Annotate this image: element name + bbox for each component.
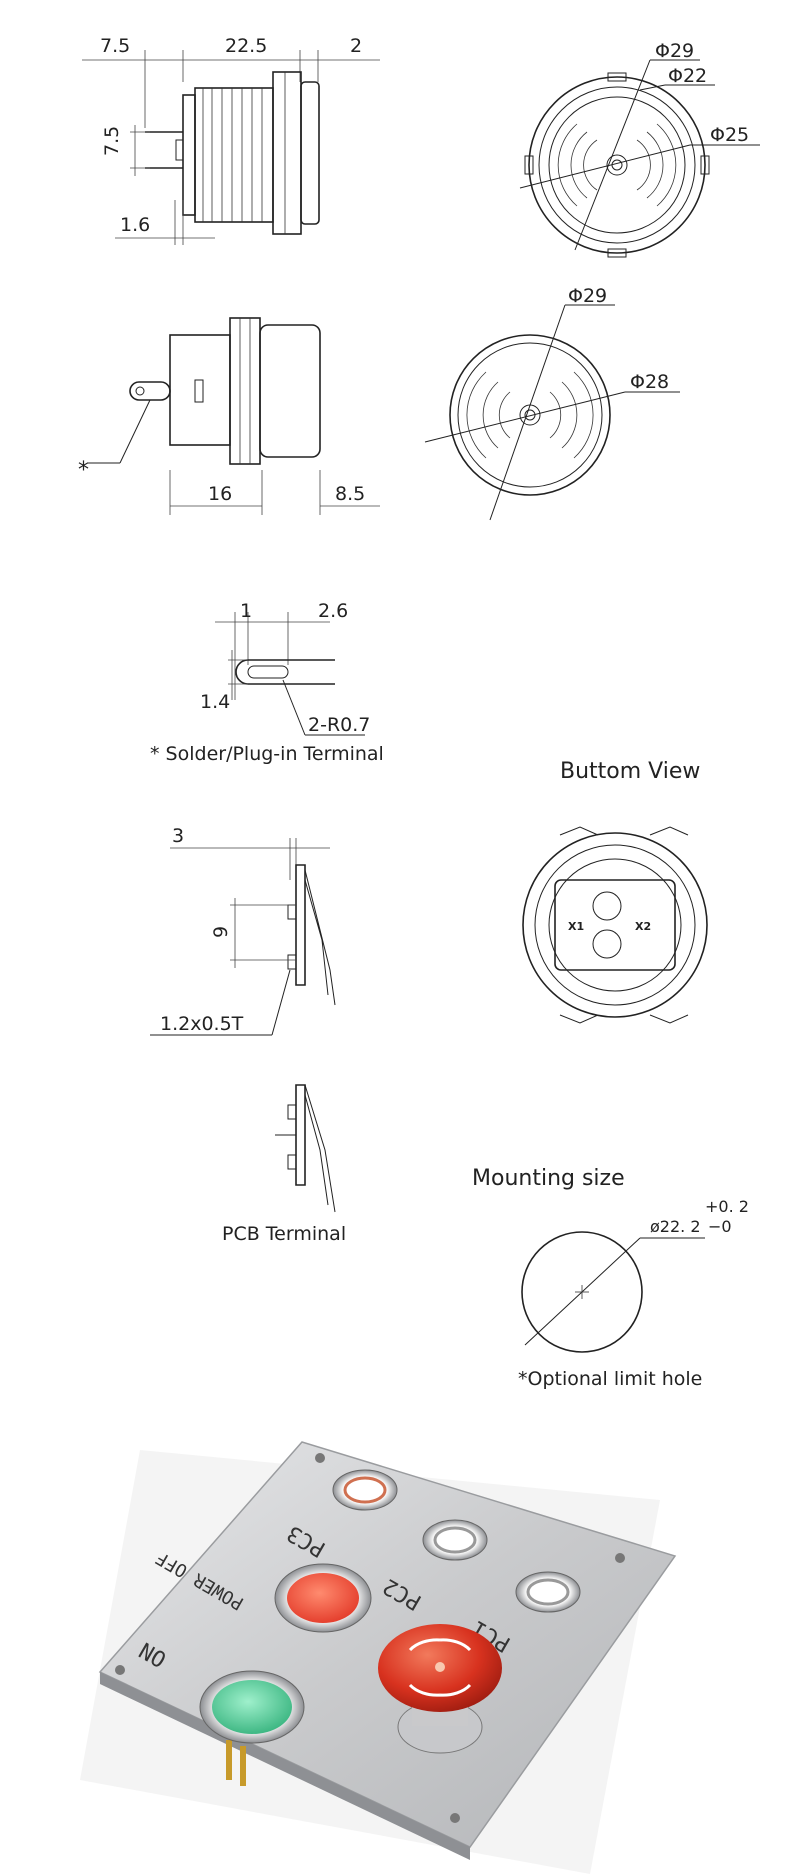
dim-7-5-top: 7.5: [100, 35, 130, 57]
dia-25-top: Φ25: [710, 124, 749, 146]
mounting-diameter: ø22. 2: [650, 1217, 701, 1236]
solder-terminal-caption: * Solder/Plug-in Terminal: [150, 743, 384, 765]
dim-thickness: 1.2x0.5T: [160, 1013, 244, 1035]
dim-1: 1: [240, 600, 252, 622]
side-view-1: 7.5 22.5 2 7.5 1.6: [82, 35, 380, 245]
solder-terminal-detail: 1 2.6 1.4 2-R0.7 * Solder/Plug-in Termin…: [150, 600, 384, 765]
dim-9: 9: [210, 926, 232, 938]
tolerance-minus: −0: [708, 1217, 732, 1236]
pcb-terminal-detail: 3 9 1.2x0.5T PCB Terminal: [150, 825, 346, 1245]
dia-22-top: Φ22: [668, 65, 707, 87]
dim-8-5: 8.5: [335, 483, 365, 505]
front-view-2: Φ29 Φ28: [424, 285, 680, 521]
dim-22-5: 22.5: [225, 35, 267, 57]
dia-29-second: Φ29: [568, 285, 607, 307]
dim-3: 3: [172, 825, 184, 847]
mounting-title: Mounting size: [472, 1166, 625, 1191]
pcb-terminal-caption: PCB Terminal: [222, 1223, 346, 1245]
x1-label: X1: [568, 920, 584, 933]
dim-2: 2: [350, 35, 362, 57]
optional-limit-note: *Optional limit hole: [518, 1368, 702, 1390]
dia-28-second: Φ28: [630, 371, 669, 393]
bottom-view: Buttom View X1 X2: [522, 759, 708, 1024]
mounting-size: Mounting size +0. 2 ø22. 2 −0 *Optional …: [472, 1166, 749, 1390]
asterisk-note: *: [78, 458, 89, 483]
x2-label: X2: [635, 920, 651, 933]
dim-1-4: 1.4: [200, 691, 230, 713]
dia-29-top: Φ29: [655, 40, 694, 62]
dim-16: 16: [208, 483, 232, 505]
panel-photo: ON POWER OFF PC3 PC2 PC1: [80, 1441, 677, 1874]
front-view-1: Φ29 Φ22 Φ25: [519, 40, 760, 258]
side-view-2: * 16 8.5: [78, 317, 380, 515]
bottom-view-title: Buttom View: [560, 759, 700, 784]
dim-2-6: 2.6: [318, 600, 348, 622]
radius-note: 2-R0.7: [308, 714, 370, 736]
tolerance-plus: +0. 2: [705, 1197, 749, 1216]
dim-1-6: 1.6: [120, 214, 150, 236]
dim-7-5-left: 7.5: [101, 126, 123, 156]
